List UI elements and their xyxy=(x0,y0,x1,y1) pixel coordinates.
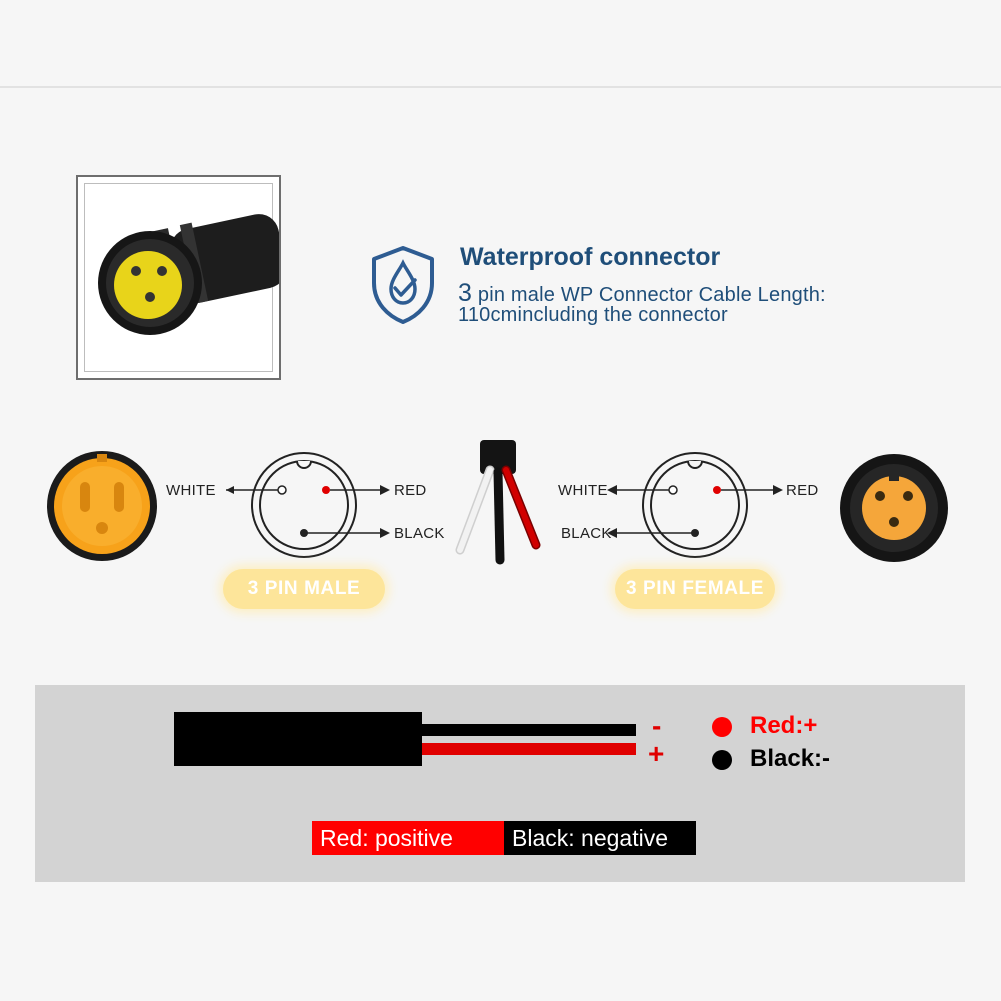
female-white-label: WHITE xyxy=(558,482,608,499)
cable-photo xyxy=(455,440,541,565)
spec-text: pin male WP Connector Cable Length: xyxy=(472,284,826,306)
spec-digit: 3 xyxy=(458,279,473,307)
feature-spec-line2: 110cmincluding the connector xyxy=(458,304,728,326)
feature-title: Waterproof connector xyxy=(460,243,721,271)
male-black-label: BLACK xyxy=(394,525,445,542)
female-red-label: RED xyxy=(786,482,819,499)
male-white-label: WHITE xyxy=(166,482,216,499)
minus-sign: - xyxy=(652,710,662,741)
connector-closeup-illustration xyxy=(98,214,279,335)
negative-banner: Black: negative xyxy=(504,821,696,855)
polarity-banner: Red: positive Black: negative xyxy=(312,821,696,855)
male-red-label: RED xyxy=(394,482,427,499)
female-badge: 3 PIN FEMALE xyxy=(615,569,775,609)
plus-sign: + xyxy=(648,738,665,769)
positive-banner: Red: positive xyxy=(312,821,504,855)
female-pin-diagram xyxy=(607,452,783,558)
male-pin-diagram xyxy=(226,452,390,558)
black-legend-dot xyxy=(712,750,732,770)
top-divider xyxy=(0,86,1001,88)
black-legend-label: Black:- xyxy=(750,745,831,772)
female-connector-face xyxy=(840,454,948,562)
red-legend-label: Red:+ xyxy=(750,712,818,739)
red-legend-dot xyxy=(712,717,732,737)
female-black-label: BLACK xyxy=(561,525,612,542)
feature-spec-line1: 3 pin male WP Connector Cable Length: xyxy=(458,279,826,308)
shield-drop-check-icon xyxy=(372,246,434,324)
cable-diagram xyxy=(174,712,636,766)
connector-photo xyxy=(76,175,281,380)
male-connector-face xyxy=(47,451,157,561)
male-badge: 3 PIN MALE xyxy=(223,569,385,609)
